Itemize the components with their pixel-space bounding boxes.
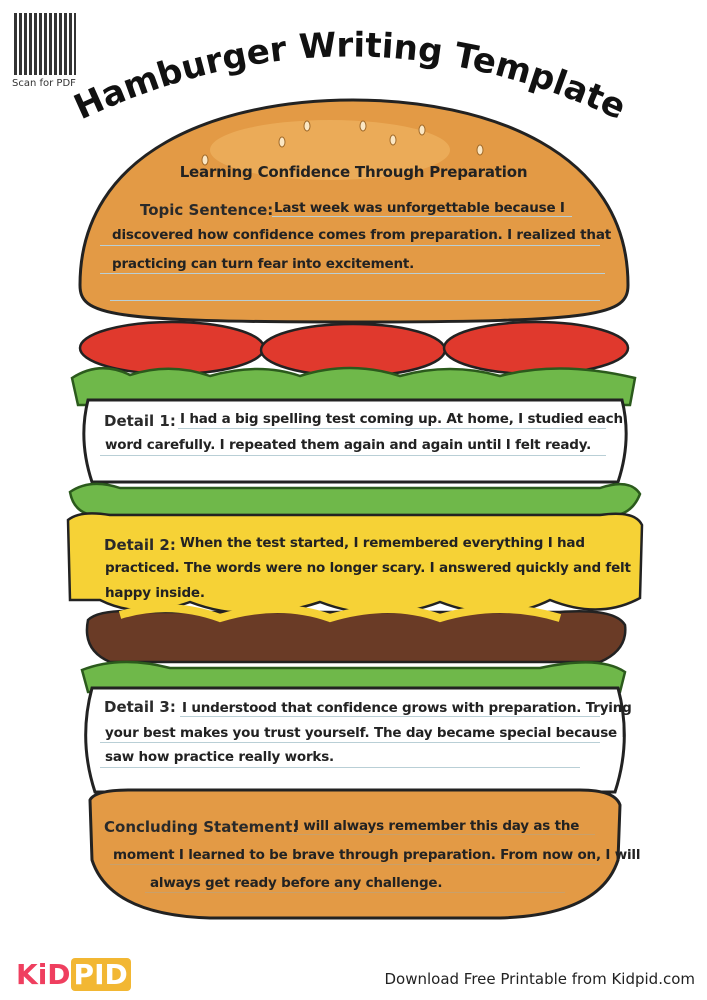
detail3-label: Detail 3: [104, 698, 176, 716]
detail1-line-2: word carefully. I repeated them again an… [105, 437, 592, 453]
bottom-bun [88, 788, 622, 920]
cheese-layer [66, 512, 644, 615]
patty-layer [85, 609, 627, 664]
footer-text: Download Free Printable from Kidpid.com [384, 970, 695, 988]
detail3-line-2: your best makes you trust yourself. The … [105, 725, 627, 741]
sesame-seeds [201, 120, 484, 166]
detail2-line-2: practiced. The words were no longer scar… [105, 560, 631, 576]
detail3-layer [84, 686, 626, 794]
lettuce-bottom [80, 660, 627, 694]
conclusion-line-2: moment I learned to be brave through pre… [113, 847, 641, 863]
logo-right: PID [70, 958, 131, 991]
qr-code[interactable] [14, 13, 76, 75]
conclusion-line-1: I will always remember this day as the [294, 818, 580, 834]
detail2-label: Detail 2: [104, 536, 176, 554]
topic-line-3: practicing can turn fear into excitement… [112, 256, 415, 272]
detail1-layer [82, 398, 628, 484]
topic-sentence-label: Topic Sentence: [140, 201, 274, 219]
detail3-line-3: saw how practice really works. [105, 749, 334, 765]
detail2-line-1: When the test started, I remembered ever… [180, 535, 585, 551]
topic-line-2: discovered how confidence comes from pre… [112, 227, 611, 243]
detail1-label: Detail 1: [104, 412, 176, 430]
detail2-line-3: happy inside. [105, 585, 205, 601]
essay-title: Learning Confidence Through Preparation [179, 163, 528, 181]
conclusion-line-3: always get ready before any challenge. [150, 875, 443, 891]
tomato-slices [78, 320, 630, 378]
detail3-line-1: I understood that confidence grows with … [182, 700, 632, 716]
concluding-statement-label: Concluding Statement: [104, 818, 299, 836]
lettuce-middle [68, 482, 642, 518]
lettuce-top [70, 366, 637, 407]
qr-caption: Scan for PDF [12, 78, 76, 89]
logo-left: KiD [16, 958, 71, 991]
detail1-line-1: I had a big spelling test coming up. At … [180, 411, 623, 427]
topic-line-1: Last week was unforgettable because I [274, 200, 565, 216]
